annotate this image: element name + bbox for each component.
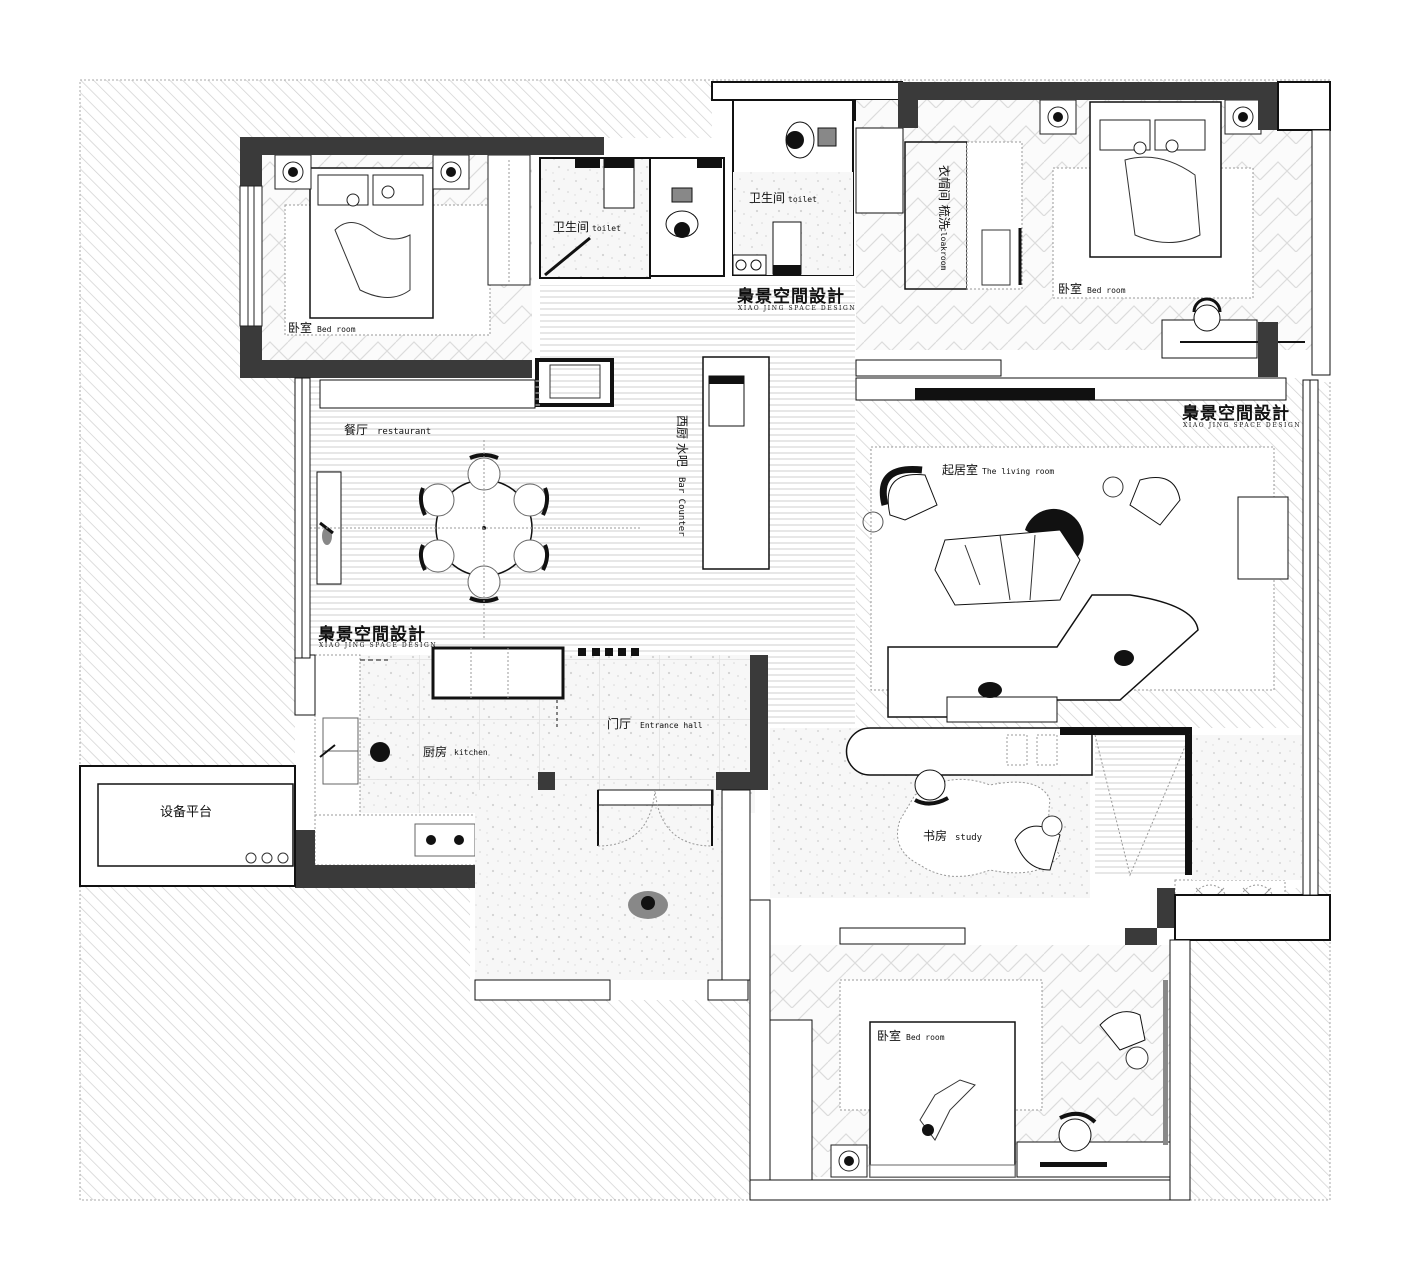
room-bedroom-nw bbox=[262, 154, 532, 360]
svg-text:卧室: 卧室 bbox=[1058, 281, 1082, 296]
svg-text:门厅: 门厅 bbox=[607, 716, 631, 731]
svg-text:餐厅: 餐厅 bbox=[344, 422, 368, 437]
svg-text:restaurant: restaurant bbox=[377, 427, 431, 437]
watermark-3: 梟景空間設計 XIAO JING SPACE DESIGN bbox=[317, 624, 437, 649]
walls-study bbox=[839, 888, 1331, 983]
watermark-2: 梟景空間設計 XIAO JING SPACE DESIGN bbox=[1181, 403, 1301, 429]
room-foyer bbox=[474, 789, 751, 1001]
label-toilet-2: 卫生间 toilet bbox=[749, 191, 817, 205]
svg-text:西厨 水吧: 西厨 水吧 bbox=[675, 415, 689, 467]
svg-text:梟景空間設計: 梟景空間設計 bbox=[1181, 403, 1290, 424]
svg-text:toilet: toilet bbox=[788, 195, 817, 204]
room-kitchen bbox=[314, 646, 755, 866]
room-toilet-1 bbox=[539, 157, 725, 279]
label-entrance: 门厅 Entrance hall bbox=[607, 716, 703, 731]
walls-ne bbox=[855, 81, 1331, 377]
svg-text:书房: 书房 bbox=[923, 828, 947, 843]
label-kitchen: 厨房 kitchen bbox=[423, 744, 488, 759]
svg-text:卫生间: 卫生间 bbox=[749, 191, 785, 205]
svg-text:XIAO JING SPACE DESIGN: XIAO JING SPACE DESIGN bbox=[319, 642, 437, 649]
svg-text:起居室: 起居室 bbox=[942, 462, 978, 477]
label-bedroom-nw: 卧室 Bed room bbox=[288, 320, 356, 335]
svg-text:Entrance hall: Entrance hall bbox=[640, 721, 703, 730]
room-bedroom-s bbox=[769, 945, 1171, 1181]
svg-text:梟景空間設計: 梟景空間設計 bbox=[317, 624, 426, 645]
svg-text:梟景空間設計: 梟景空間設計 bbox=[736, 286, 845, 307]
svg-text:XIAO JING SPACE DESIGN: XIAO JING SPACE DESIGN bbox=[738, 305, 856, 312]
label-toilet-1: 卫生间 toilet bbox=[553, 220, 621, 234]
room-living bbox=[855, 377, 1306, 728]
svg-text:XIAO JING SPACE DESIGN: XIAO JING SPACE DESIGN bbox=[1183, 422, 1301, 429]
svg-text:Bed room: Bed room bbox=[1087, 286, 1126, 295]
room-equipment bbox=[79, 765, 296, 887]
label-study: 书房 study bbox=[923, 828, 983, 843]
bar-counter bbox=[702, 356, 770, 570]
svg-text:Bed room: Bed room bbox=[906, 1033, 945, 1042]
watermark-1: 梟景空間設計 XIAO JING SPACE DESIGN bbox=[736, 286, 856, 312]
walls-bedroom-nw bbox=[239, 137, 604, 378]
svg-text:kitchen: kitchen bbox=[454, 748, 488, 757]
label-living: 起居室 The living room bbox=[942, 462, 1054, 477]
room-cloakroom bbox=[855, 100, 1024, 350]
svg-text:Bed room: Bed room bbox=[317, 325, 356, 334]
svg-text:卫生间: 卫生间 bbox=[553, 220, 589, 234]
label-equipment: 设备平台 bbox=[160, 804, 212, 820]
walls-bedroom-s bbox=[749, 899, 1191, 1201]
walls-right bbox=[294, 377, 1319, 896]
svg-text:卧室: 卧室 bbox=[877, 1028, 901, 1043]
svg-text:厨房: 厨房 bbox=[423, 744, 447, 759]
svg-text:设备平台: 设备平台 bbox=[160, 804, 212, 820]
room-bedroom-ne bbox=[1024, 99, 1314, 359]
label-cloakroom: 衣帽间 梳洗 cloakroom bbox=[937, 165, 952, 271]
room-restaurant bbox=[310, 378, 640, 648]
svg-text:Bar Counter: Bar Counter bbox=[676, 477, 686, 537]
svg-text:study: study bbox=[955, 833, 983, 843]
label-bar: 西厨 水吧 Bar Counter bbox=[675, 415, 689, 537]
svg-text:衣帽间 梳洗: 衣帽间 梳洗 bbox=[937, 165, 952, 229]
svg-text:toilet: toilet bbox=[592, 224, 621, 233]
svg-text:卧室: 卧室 bbox=[288, 320, 312, 335]
label-bedroom-s: 卧室 Bed room bbox=[877, 1028, 945, 1043]
svg-text:cloakroom: cloakroom bbox=[939, 227, 948, 271]
label-bedroom-ne: 卧室 Bed room bbox=[1058, 281, 1126, 296]
label-restaurant: 餐厅 restaurant bbox=[344, 422, 431, 437]
svg-text:The living room: The living room bbox=[982, 467, 1054, 476]
